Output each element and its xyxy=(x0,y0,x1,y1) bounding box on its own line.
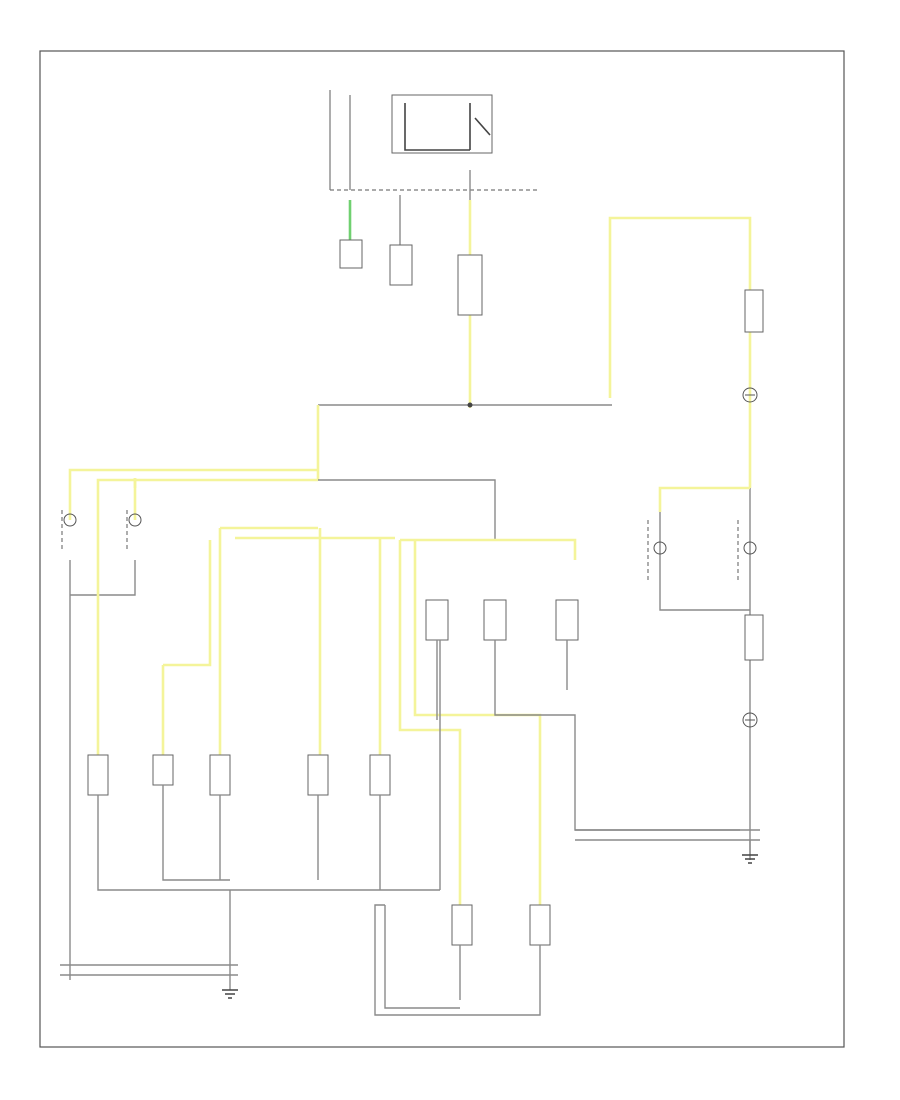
switch-mid-1 xyxy=(425,599,449,641)
wire-yellow-right-loop xyxy=(608,216,752,488)
splice-node xyxy=(467,402,473,408)
right-connector-upper xyxy=(744,289,764,333)
relay-box xyxy=(391,94,493,154)
switch-mid-2 xyxy=(483,599,507,641)
module-bottom-2 xyxy=(529,904,551,946)
fuse-left xyxy=(339,239,363,269)
fuse-block xyxy=(329,90,540,191)
ground-left xyxy=(60,964,238,999)
fuse-mid xyxy=(389,244,413,286)
wire-yellow-distribution xyxy=(96,478,577,667)
right-lamp-lower xyxy=(742,712,758,728)
diagram-frame xyxy=(39,50,845,1048)
lamp-pair-left xyxy=(61,510,142,550)
right-lamp-upper xyxy=(742,387,758,403)
lamp-pair-right xyxy=(647,520,757,580)
ground-right xyxy=(575,829,760,864)
right-connector-mid xyxy=(744,614,764,661)
module-bottom-1 xyxy=(451,904,473,946)
bottom-switch-row xyxy=(87,754,391,796)
fuse-right xyxy=(457,254,483,316)
switch-mid-3 xyxy=(555,599,579,641)
